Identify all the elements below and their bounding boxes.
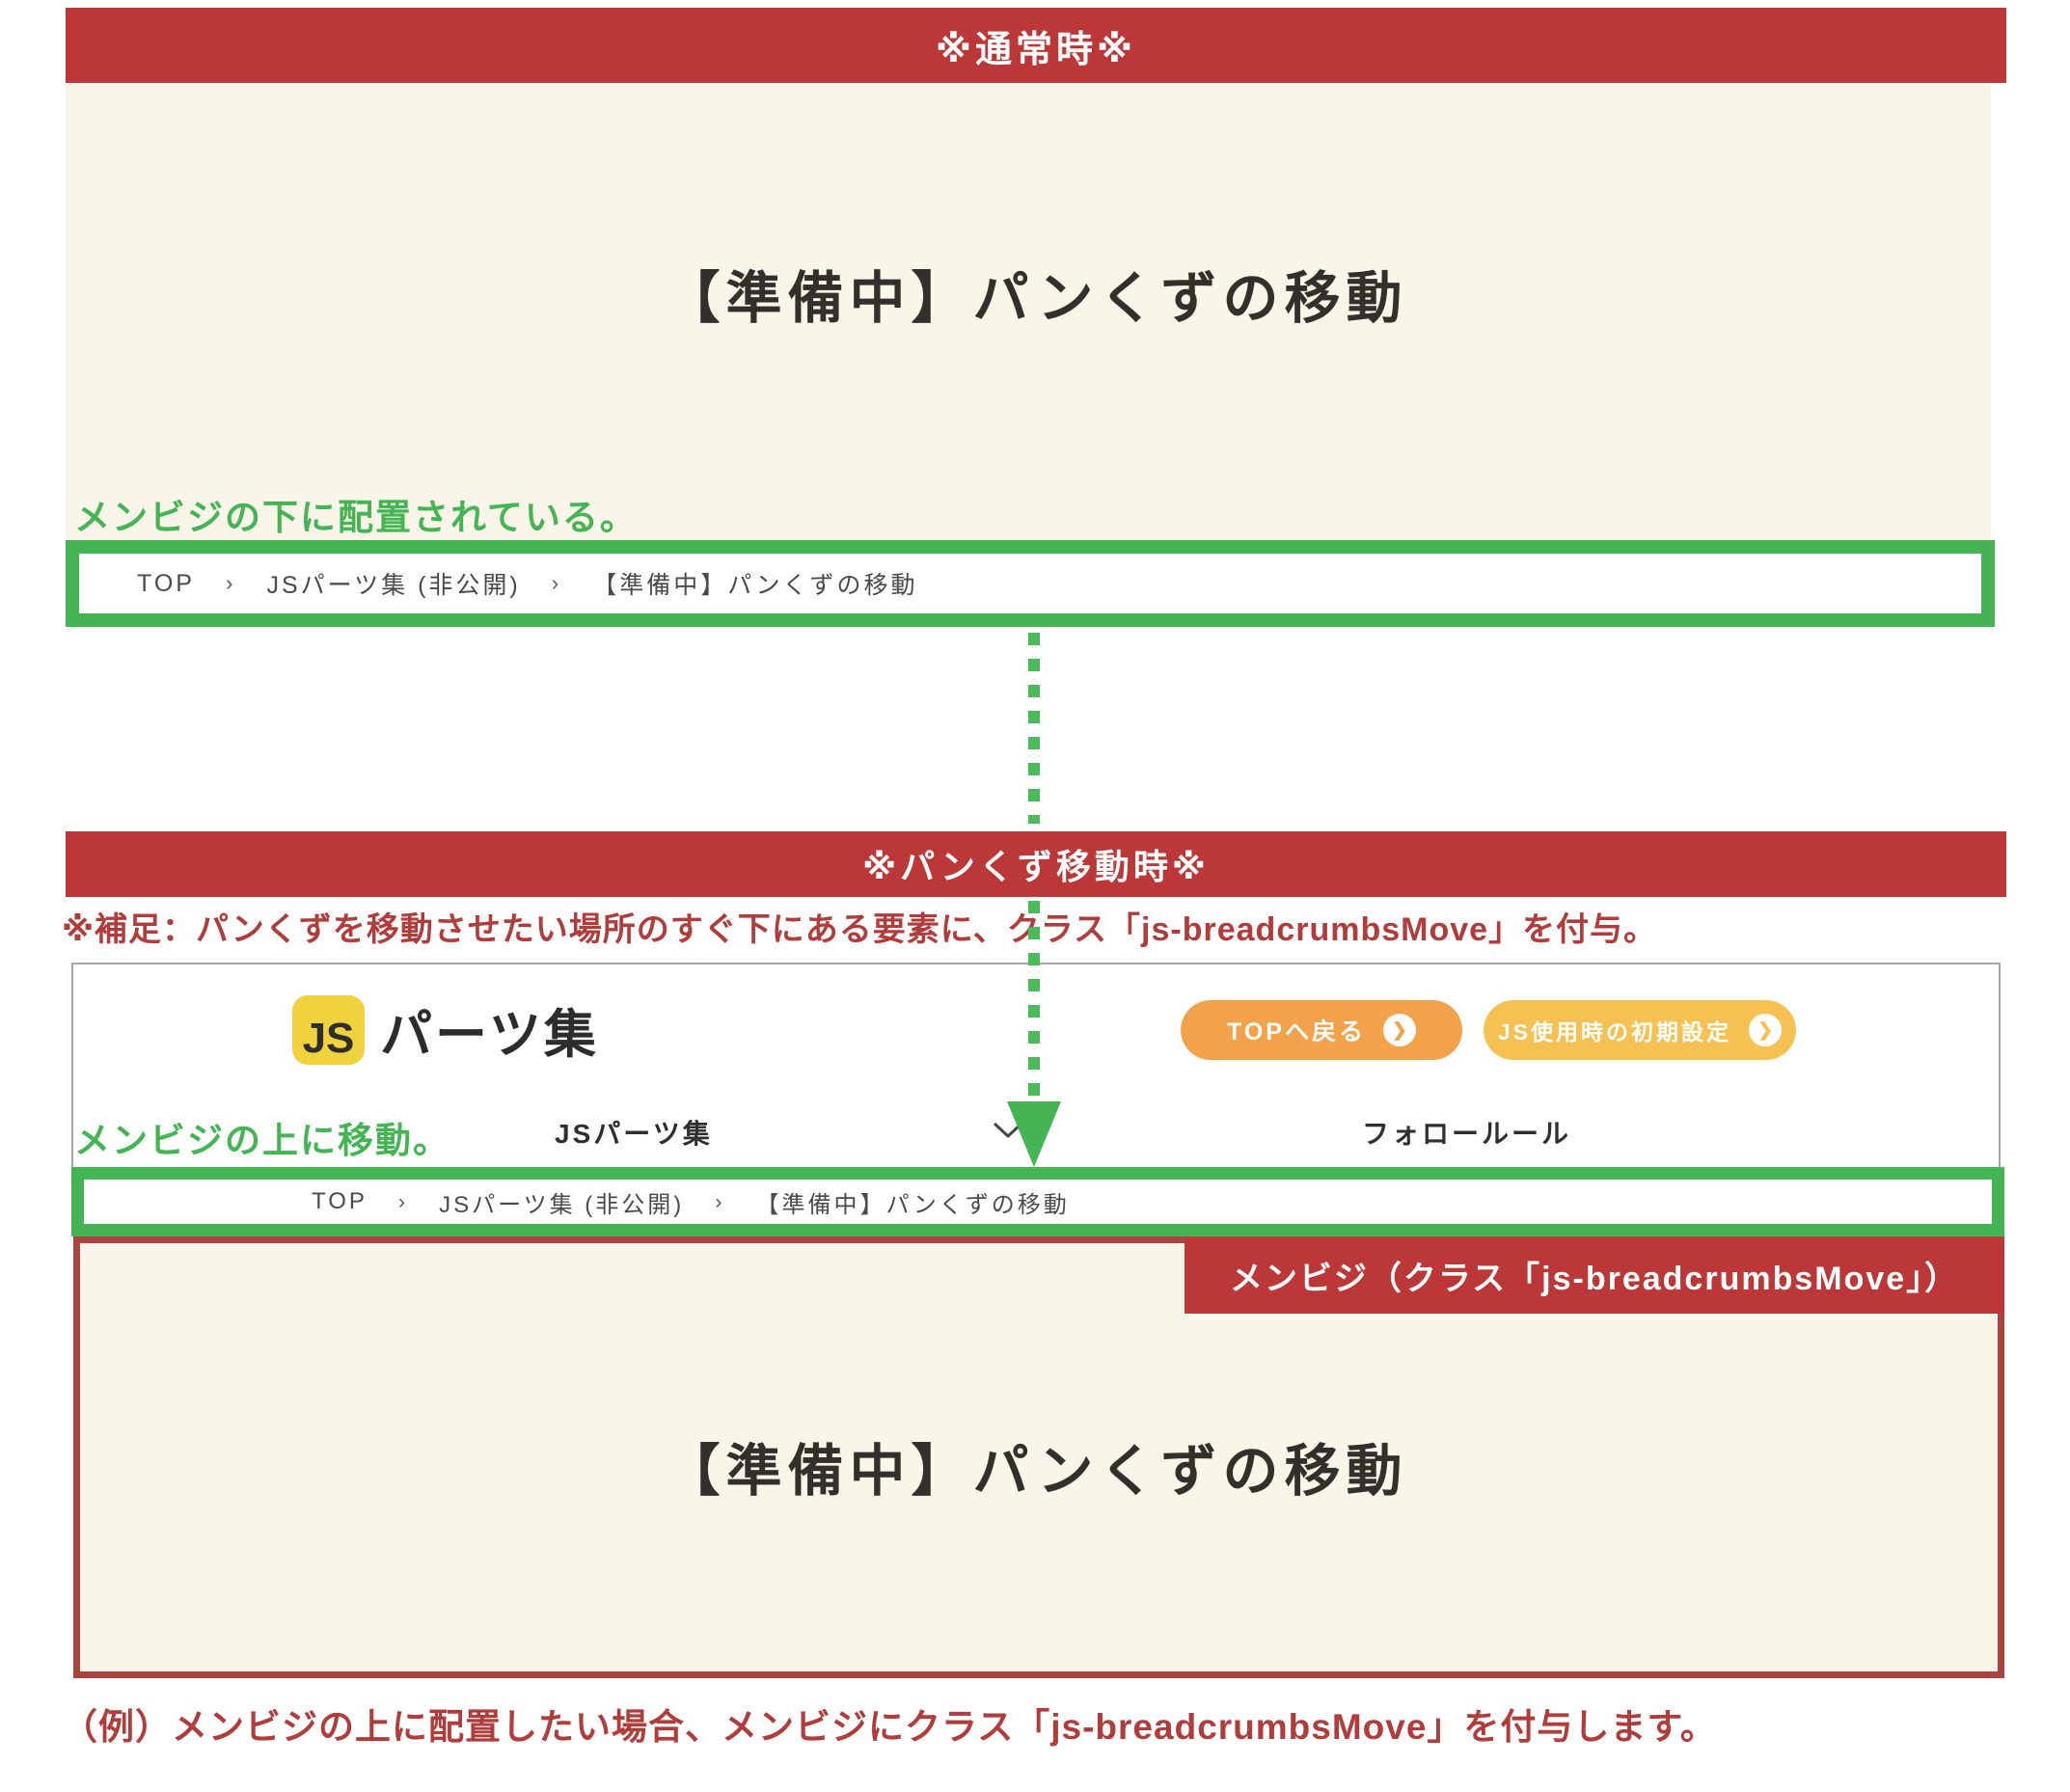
breadcrumb-current-page: 【準備中】パンくずの移動: [755, 1191, 1070, 1218]
breadcrumb-link-jsparts[interactable]: JSパーツ集 (非公開): [266, 572, 521, 599]
annotation-below-mainvisual: メンビジの下に配置されている。: [74, 498, 638, 537]
page-title: 【準備中】パンくずの移動: [664, 267, 1408, 330]
back-to-top-button[interactable]: TOPへ戻る ❯: [1181, 1000, 1462, 1060]
breadcrumb-highlight-box: TOP › JSパーツ集 (非公開) › 【準備中】パンくずの移動: [66, 540, 1995, 627]
site-logo-text: パーツ集: [380, 1006, 599, 1064]
breadcrumb-highlight-box: TOP › JSパーツ集 (非公開) › 【準備中】パンくずの移動: [71, 1167, 2004, 1236]
move-arrow-dashed-line: [1028, 633, 1040, 824]
section-banner-normal-label: ※通常時※: [936, 29, 1136, 70]
js-initial-settings-button[interactable]: JS使用時の初期設定 ❯: [1484, 1000, 1796, 1060]
breadcrumb: TOP › JSパーツ集 (非公開) › 【準備中】パンくずの移動: [137, 566, 918, 601]
breadcrumb: TOP › JSパーツ集 (非公開) › 【準備中】パンくずの移動: [312, 1185, 1070, 1219]
breadcrumb-link-top[interactable]: TOP: [312, 1188, 368, 1214]
mainvisual-class-label: メンビジ（クラス「js-breadcrumbsMove」）: [1185, 1236, 2004, 1314]
breadcrumb-separator-icon: ›: [397, 1189, 409, 1213]
move-arrow-dashed-line: [1028, 901, 1040, 1101]
section-banner-normal: ※通常時※: [66, 8, 2006, 83]
move-arrow-head-icon: [1007, 1101, 1061, 1167]
breadcrumb-separator-icon: ›: [715, 1189, 725, 1213]
breadcrumb-separator-icon: ›: [551, 571, 562, 595]
circle-arrow-icon: ❯: [1749, 1014, 1783, 1046]
breadcrumb-current-page: 【準備中】パンくずの移動: [592, 572, 918, 599]
js-initial-settings-button-label: JS使用時の初期設定: [1497, 1019, 1732, 1045]
page-screenshot-normal: [66, 83, 1991, 540]
breadcrumb-separator-icon: ›: [225, 571, 236, 595]
section-banner-moved-label: ※パンくず移動時※: [862, 847, 1210, 886]
back-to-top-button-label: TOPへ戻る: [1227, 1018, 1366, 1045]
supplement-note: ※補足：パンくずを移動させたい場所のすぐ下にある要素に、クラス「js-bread…: [62, 911, 1658, 948]
site-logo[interactable]: JS パーツ集: [292, 991, 599, 1068]
page-title: 【準備中】パンくずの移動: [664, 1440, 1408, 1503]
breadcrumb-link-jsparts[interactable]: JSパーツ集 (非公開): [439, 1191, 685, 1218]
circle-arrow-icon: ❯: [1382, 1014, 1416, 1046]
section-banner-moved: ※パンくず移動時※: [66, 831, 2006, 897]
annotation-moved-above-mainvisual: メンビジの上に移動。: [74, 1121, 450, 1160]
nav-item-follow-rule[interactable]: フォロールール: [1362, 1119, 1572, 1149]
breadcrumb-link-top[interactable]: TOP: [137, 569, 195, 597]
nav-item-jsparts[interactable]: JSパーツ集: [555, 1119, 713, 1149]
js-logo-badge: JS: [292, 994, 365, 1065]
example-note: （例）メンビジの上に配置したい場合、メンビジにクラス「js-breadcrumb…: [62, 1707, 1717, 1747]
